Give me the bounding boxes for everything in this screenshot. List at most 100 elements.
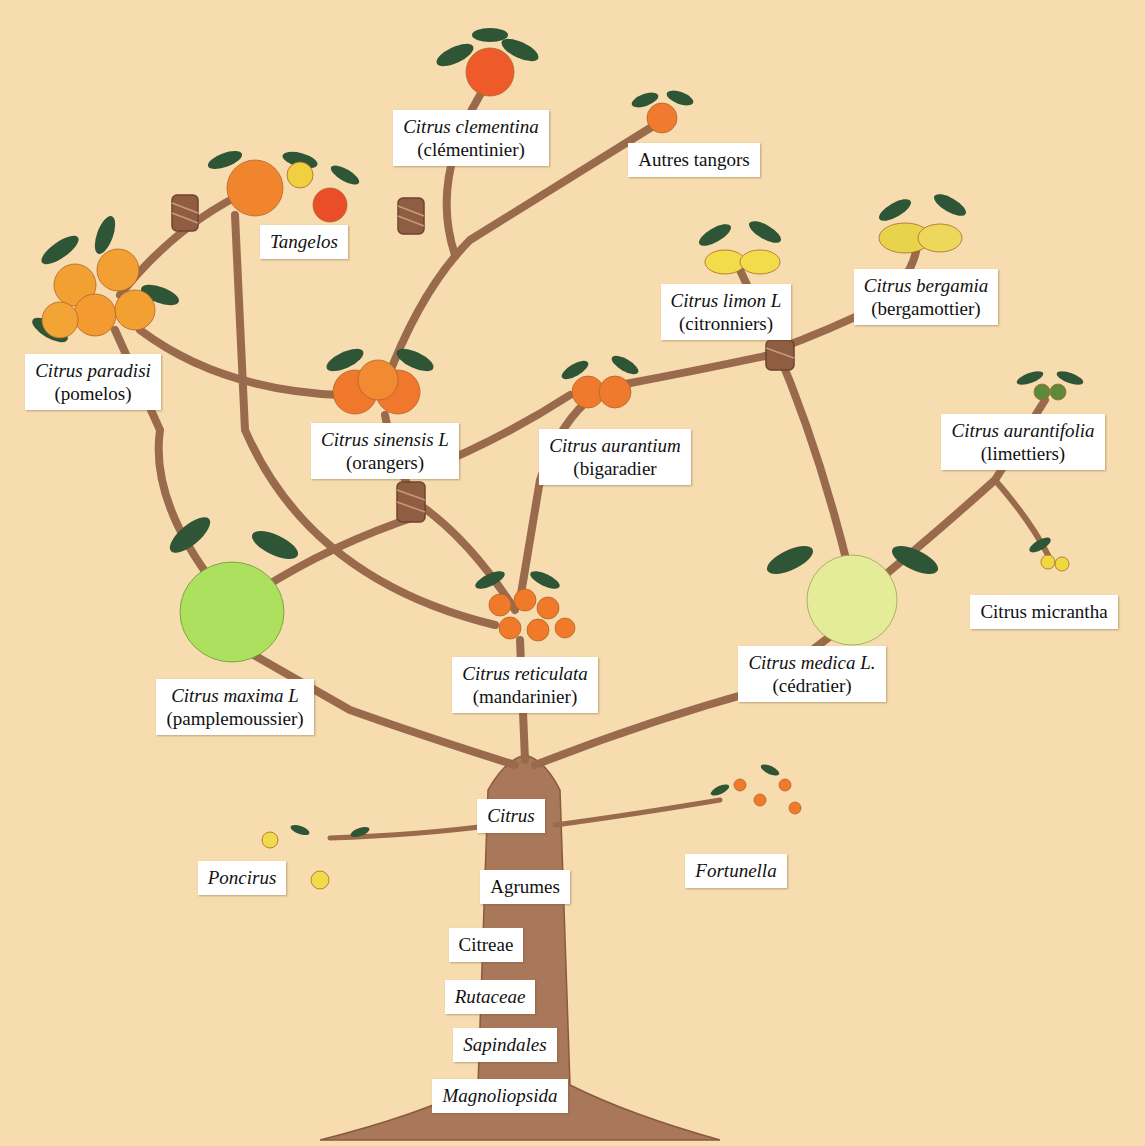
branches: [115, 95, 1048, 838]
branches-part: [140, 330, 340, 395]
trunk-part: [320, 755, 720, 1140]
taxon-name: Citrus reticulata: [462, 662, 587, 685]
species-label: Sapindales: [453, 1028, 556, 1061]
fruits-part: [466, 48, 514, 96]
grafting-twists-part: [398, 198, 424, 234]
taxon-name: Fortunella: [695, 859, 776, 882]
leaves-part: [759, 762, 781, 778]
fruits-part: [311, 871, 329, 889]
leaves-part: [248, 525, 302, 564]
taxon-name: Citreae: [459, 933, 514, 956]
leaves-part: [876, 195, 914, 225]
common-name: (clémentinier): [403, 138, 539, 161]
taxon-name: Citrus bergamia: [864, 274, 988, 297]
species-label: Autres tangors: [628, 143, 759, 176]
species-label: Fortunella: [685, 854, 786, 887]
common-name: (citronniers): [671, 312, 782, 335]
common-name: (limettiers): [951, 442, 1094, 465]
taxon-name: Citrus medica L.: [748, 651, 875, 674]
fruits-part: [1050, 384, 1066, 400]
fruits-part: [705, 250, 745, 274]
fruits-part: [789, 802, 801, 814]
fruits: [42, 48, 1069, 889]
leaves-part: [1027, 535, 1053, 556]
common-name: (mandarinier): [462, 685, 587, 708]
fruits-part: [499, 617, 521, 639]
taxon-name: Citrus limon L: [671, 289, 782, 312]
species-label: Citrus limon L(citronniers): [661, 284, 792, 340]
branches-part: [620, 355, 770, 385]
fruits-part: [754, 794, 766, 806]
leaves-part: [746, 217, 784, 247]
species-label: Citrus maxima L(pamplemoussier): [156, 679, 313, 735]
common-name: (pomelos): [35, 382, 151, 405]
species-label: Magnoliopsida: [432, 1079, 567, 1112]
taxon-name: Citrus paradisi: [35, 359, 151, 382]
species-label: Poncirus: [198, 861, 287, 894]
fruits-part: [358, 360, 398, 400]
branches-part: [120, 190, 250, 295]
fruits-part: [489, 594, 511, 616]
species-label: Citrus sinensis L(orangers): [311, 423, 459, 479]
branches-part: [235, 215, 495, 625]
grafting-twists: [172, 195, 794, 522]
fruits-part: [740, 250, 780, 274]
fruits-part: [537, 597, 559, 619]
fruits-part: [1041, 555, 1055, 569]
grafting-twists-part: [766, 340, 794, 370]
leaves-part: [763, 540, 817, 579]
species-label: Citrus clementina(clémentinier): [393, 110, 549, 166]
leaves-part: [37, 231, 82, 269]
species-label: Tangelos: [260, 225, 348, 258]
fruits-part: [514, 589, 536, 611]
taxon-name: Citrus micrantha: [980, 600, 1107, 623]
fruits-part: [313, 188, 347, 222]
common-name: (cédratier): [748, 674, 875, 697]
fruits-part: [262, 832, 278, 848]
leaves-part: [473, 568, 507, 592]
leaves-part: [709, 782, 731, 798]
taxon-name: Citrus: [487, 804, 535, 827]
fruits-part: [918, 224, 962, 252]
common-name: (bergamottier): [864, 297, 988, 320]
fruits-part: [227, 160, 283, 216]
branches-part: [555, 800, 720, 825]
taxon-name: Autres tangors: [638, 148, 749, 171]
grafting-twists-part: [172, 195, 198, 231]
leaves-part: [528, 568, 562, 592]
species-label: Citrus bergamia(bergamottier): [854, 269, 998, 325]
species-label: Citrus micrantha: [970, 595, 1117, 628]
taxon-name: Citrus aurantium: [549, 434, 680, 457]
taxon-name: Tangelos: [270, 230, 338, 253]
fruits-part: [779, 779, 791, 791]
taxon-name: Citrus clementina: [403, 115, 539, 138]
fruits-part: [74, 294, 116, 336]
fruits-part: [115, 290, 155, 330]
leaves-part: [931, 190, 969, 220]
taxon-name: Citrus aurantifolia: [951, 419, 1094, 442]
branches-part: [520, 395, 595, 600]
taxon-name: Sapindales: [463, 1033, 546, 1056]
grafting-twists-part: [172, 203, 794, 512]
taxon-name: Magnoliopsida: [442, 1084, 557, 1107]
taxon-name: Rutaceae: [455, 985, 526, 1008]
leaves-part: [472, 28, 508, 42]
species-label: Citrus reticulata(mandarinier): [452, 657, 597, 713]
fruits-part: [97, 249, 139, 291]
fruits-part: [734, 779, 746, 791]
species-label: Citreae: [449, 928, 524, 961]
leaves-part: [696, 220, 734, 250]
common-name: (bigaradier: [549, 457, 680, 480]
fruits-part: [807, 555, 897, 645]
trunk: [320, 755, 720, 1140]
species-label: Rutaceae: [445, 980, 536, 1013]
species-label: Citrus aurantium(bigaradier: [539, 429, 690, 485]
fruits-part: [527, 619, 549, 641]
leaves-part: [349, 825, 371, 839]
grafting-twists-part: [397, 482, 425, 522]
fruits-part: [555, 618, 575, 638]
fruits-part: [647, 103, 677, 133]
